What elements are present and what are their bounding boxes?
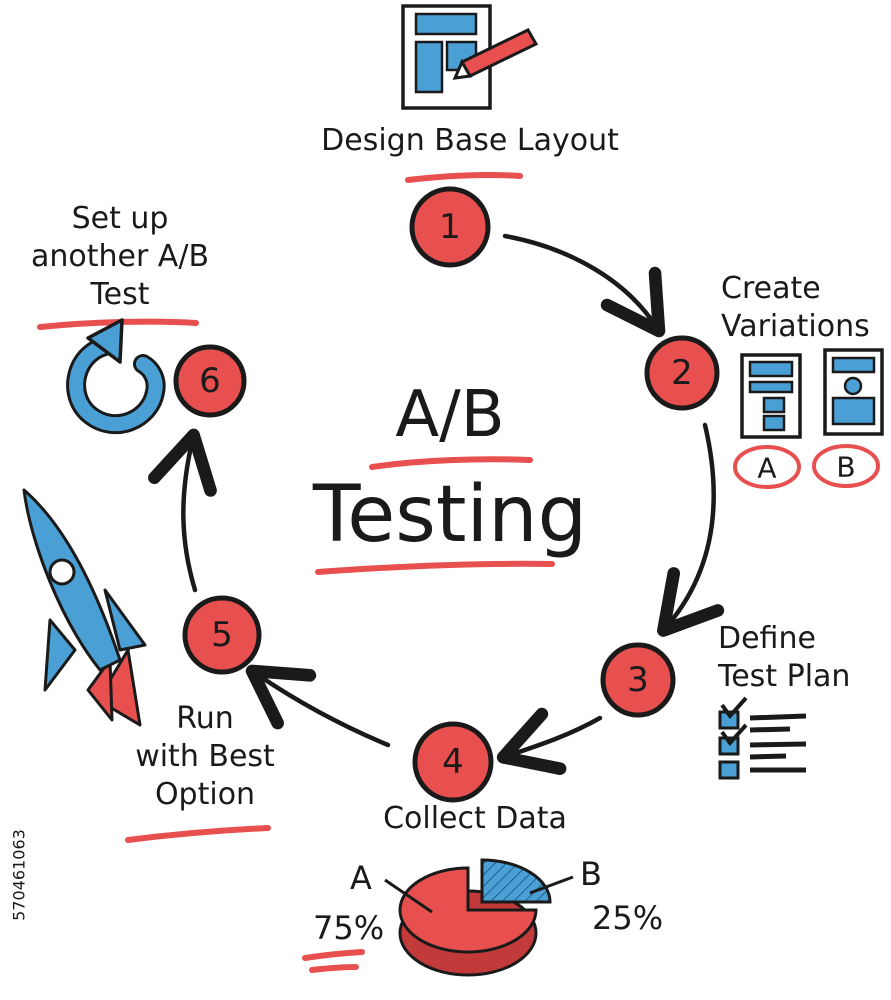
- layout-design-icon: [401, 4, 539, 110]
- variant-b-label: B: [836, 451, 855, 484]
- step-number-1: 1: [439, 207, 461, 247]
- pie-b-leader: [529, 875, 574, 895]
- step-label-6: Set up another A/B Test: [30, 201, 210, 312]
- pie-chart: [398, 858, 552, 977]
- pie-label-b-name: B: [580, 855, 602, 893]
- pie-label-a-name: A: [350, 859, 372, 897]
- step-label-5: Run with Best Option: [135, 701, 275, 812]
- arrow-1-to-2: [502, 233, 666, 338]
- step-circle-5: 5: [182, 595, 262, 675]
- pie-slice-a: [398, 866, 538, 954]
- step-circle-6: 6: [173, 344, 247, 418]
- arrow-4-to-5: [245, 664, 391, 748]
- refresh-icon: [66, 318, 166, 435]
- variation-b-icon: [823, 348, 884, 436]
- step-number-6: 6: [199, 361, 221, 401]
- pie-a-leader: [384, 878, 433, 914]
- diagram-title-line2: Testing: [312, 470, 588, 560]
- pie-slice-b: [480, 858, 552, 904]
- variant-b-ring: [812, 444, 880, 488]
- step-circle-1: 1: [409, 186, 491, 268]
- checklist-icon: [718, 696, 807, 780]
- rocket-icon: [22, 488, 147, 727]
- step-label-1: Design Base Layout: [321, 123, 619, 158]
- stock-id-watermark: 570461063: [10, 829, 29, 921]
- pie-label-a-value: 75%: [313, 909, 385, 947]
- variant-a-label: A: [757, 452, 776, 485]
- step-label-3: Define Test Plan: [718, 621, 851, 694]
- pie-label-b-value: 25%: [592, 899, 664, 937]
- step-number-3: 3: [627, 660, 649, 700]
- arrow-3-to-4: [496, 707, 603, 775]
- diagram-title-line1: A/B: [395, 378, 505, 452]
- step-number-5: 5: [211, 615, 233, 655]
- variant-a-ring: [733, 445, 801, 489]
- arrow-5-to-6: [148, 428, 217, 593]
- stock-id-text: 570461063: [10, 829, 29, 921]
- step-number-2: 2: [671, 353, 693, 393]
- step-circle-2: 2: [644, 335, 720, 411]
- cycle-arrows: [148, 233, 725, 775]
- red-underlines: [37, 172, 555, 973]
- step-label-2: Create Variations: [721, 271, 870, 344]
- step-circle-4: 4: [412, 721, 494, 803]
- arrow-2-to-3: [657, 422, 725, 637]
- step-label-4: Collect Data: [383, 801, 567, 836]
- variation-a-icon: [740, 353, 802, 439]
- step-number-4: 4: [442, 742, 464, 782]
- step-circle-3: 3: [600, 642, 676, 718]
